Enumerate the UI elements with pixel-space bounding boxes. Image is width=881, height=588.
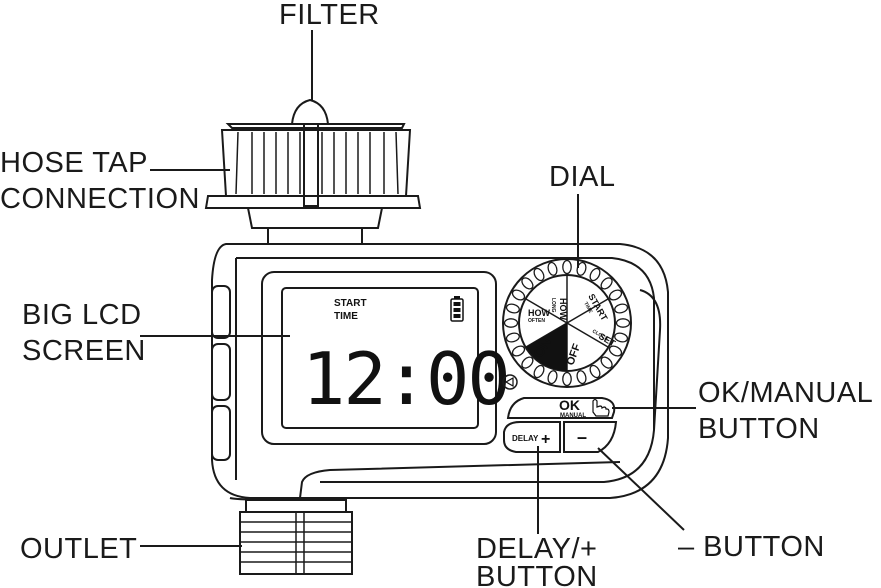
- hand-pointer-icon: [592, 398, 610, 417]
- dial-sub-start: TIME: [582, 301, 594, 315]
- label-hose-tap-line2: CONNECTION: [0, 183, 200, 215]
- label-big-lcd-line2: SCREEN: [22, 335, 146, 367]
- dial-grip-notch: [562, 259, 572, 275]
- battery-icon: [450, 296, 464, 322]
- dial-grip-notch: [521, 277, 534, 290]
- dial-grip-notch: [533, 267, 545, 282]
- label-dial: DIAL: [549, 161, 615, 193]
- label-minus-button: – BUTTON: [678, 531, 825, 563]
- dial-grip-notch: [533, 364, 545, 379]
- dial-grip-notch: [614, 332, 629, 343]
- label-big-lcd-line1: BIG LCD: [22, 299, 142, 331]
- hose-tap-connector: [204, 98, 422, 245]
- dial-grip-notch: [608, 345, 623, 357]
- label-delay-line2: BUTTON: [476, 561, 598, 588]
- ok-button-label: OK: [559, 397, 580, 413]
- label-outlet: OUTLET: [20, 533, 137, 565]
- plus-button-label: +: [541, 431, 550, 448]
- delay-plus-button[interactable]: DELAY +: [503, 421, 561, 453]
- dial-grip-notch: [547, 370, 558, 385]
- side-grip-top: [211, 285, 231, 339]
- dial-grip-notch: [614, 303, 629, 314]
- label-delay-line1: DELAY/+: [476, 533, 597, 565]
- dial-grip-notch: [505, 303, 520, 314]
- minus-button[interactable]: –: [563, 421, 618, 453]
- dial-grip-notch: [511, 345, 526, 357]
- label-ok-manual-line2: BUTTON: [698, 413, 820, 445]
- lcd-mode-line1: START: [334, 298, 367, 309]
- dial-grip-notch: [505, 332, 520, 343]
- side-grip-middle: [211, 343, 231, 401]
- dial-grip-notch: [600, 277, 613, 290]
- dial-sector-on: [526, 323, 567, 371]
- leader-minus: [597, 447, 685, 531]
- dial-grip-notch: [576, 370, 587, 385]
- outlet: [239, 499, 353, 575]
- leader-lines: [140, 30, 696, 547]
- dial-grip-notch: [503, 318, 519, 328]
- timer-body: [211, 243, 669, 501]
- dial-grip-notch: [615, 318, 631, 328]
- dial-label-how-long: HOW: [558, 298, 568, 321]
- dial-grip-notch: [511, 289, 526, 301]
- label-hose-tap-line1: HOSE TAP: [0, 147, 148, 179]
- side-grip-bottom: [211, 405, 231, 461]
- label-ok-manual-line1: OK/MANUAL: [698, 377, 873, 409]
- dial-grip-notch: [608, 289, 623, 301]
- dial-sub-how-often: OFTEN: [528, 318, 545, 324]
- lcd-time-display: 12:00: [302, 337, 509, 421]
- lcd-screen: START TIME 12:00: [261, 271, 511, 445]
- minus-button-label: –: [577, 427, 587, 447]
- dial-grip-notch: [600, 356, 613, 369]
- lcd-mode-line2: TIME: [334, 311, 358, 322]
- dial-grip-notch: [521, 356, 534, 369]
- dial[interactable]: HOW LONG START TIME HOW OFTEN SET CLOCK …: [502, 258, 632, 388]
- dial-label-how-often: HOW: [528, 308, 551, 318]
- delay-button-label: DELAY: [512, 434, 539, 443]
- ok-manual-button[interactable]: OK MANUAL: [506, 397, 616, 419]
- manual-button-label: MANUAL: [560, 413, 586, 419]
- dial-arrow-icon: [502, 374, 518, 390]
- dial-grip-notch: [589, 267, 601, 282]
- dial-grip-notch: [562, 371, 572, 387]
- dial-sub-how-long: LONG: [550, 298, 556, 313]
- label-filter: FILTER: [279, 0, 380, 31]
- dial-grip-notch: [589, 364, 601, 379]
- dial-grip-notch: [547, 261, 558, 276]
